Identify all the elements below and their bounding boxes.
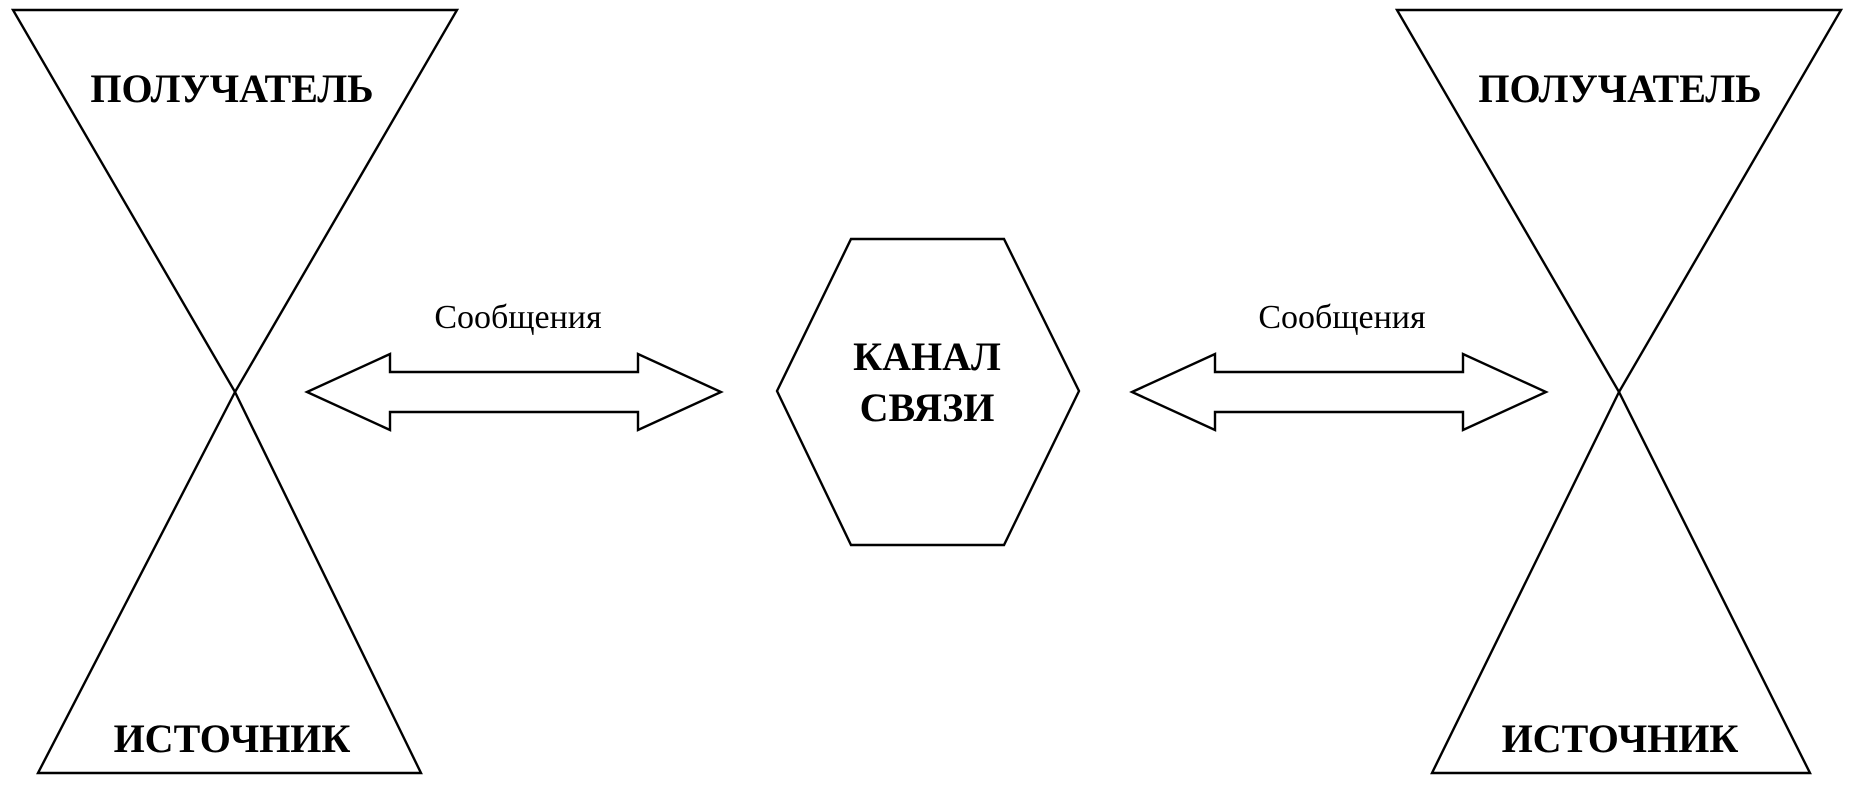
- left-node: ПОЛУЧАТЕЛЬ ИСТОЧНИК: [10, 8, 460, 775]
- channel-label-line2: СВЯЗИ: [860, 385, 995, 430]
- left-double-arrow: [304, 352, 724, 432]
- right-double-arrow: [1129, 352, 1549, 432]
- left-source-label: ИСТОЧНИК: [114, 716, 351, 761]
- right-receiver-triangle: [1394, 8, 1844, 395]
- left-message-arrow: Сообщения: [304, 299, 724, 432]
- channel-hexagon: [775, 237, 1081, 547]
- left-receiver-label: ПОЛУЧАТЕЛЬ: [90, 66, 373, 111]
- right-arrow-label: Сообщения: [1258, 299, 1426, 336]
- right-message-arrow: Сообщения: [1129, 299, 1549, 432]
- left-source-triangle: [36, 389, 423, 775]
- right-receiver-label: ПОЛУЧАТЕЛЬ: [1478, 66, 1761, 111]
- left-receiver-triangle: [10, 8, 460, 395]
- right-node: ПОЛУЧАТЕЛЬ ИСТОЧНИК: [1394, 8, 1844, 775]
- right-source-label: ИСТОЧНИК: [1502, 716, 1739, 761]
- channel-label-line1: КАНАЛ: [853, 334, 1001, 379]
- right-source-triangle: [1430, 389, 1812, 775]
- left-arrow-label: Сообщения: [434, 299, 602, 336]
- channel-node: КАНАЛ СВЯЗИ: [775, 237, 1081, 547]
